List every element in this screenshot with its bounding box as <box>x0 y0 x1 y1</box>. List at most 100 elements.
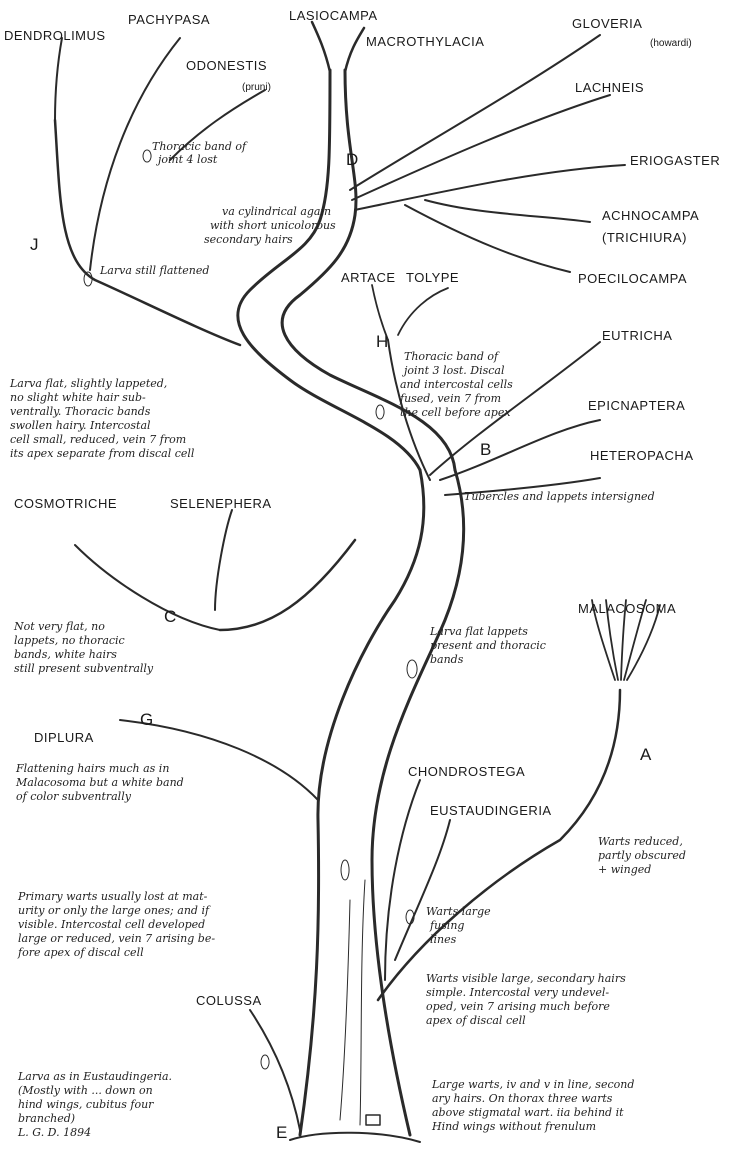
note-warts-3: oped, vein 7 arising much before <box>426 1000 610 1013</box>
note-a-2: partly obscured <box>598 849 686 862</box>
note-trunk-4: swollen hairy. Intercostal <box>10 419 151 432</box>
branch-achnocampa <box>425 200 590 222</box>
marker-oval-e <box>261 1055 269 1069</box>
branch-chondrostega <box>385 780 420 980</box>
note-c-3: bands, white hairs <box>14 648 117 661</box>
genus-eriogaster: ERIOGASTER <box>630 153 720 168</box>
letter-j: J <box>30 235 39 254</box>
note-h-4: fused, vein 7 from <box>399 392 501 405</box>
note-warts-1: Warts visible large, secondary hairs <box>426 972 626 985</box>
note-col-3: hind wings, cubitus four <box>18 1098 154 1111</box>
branch-tolype <box>398 288 448 335</box>
branch-macrothylacia <box>345 28 364 72</box>
note-odonestis-2: joint 4 lost <box>155 153 218 166</box>
letter-h: H <box>376 332 388 351</box>
genus-malacosoma: MALACOSOMA <box>578 601 676 616</box>
note-trunk-5: cell small, reduced, vein 7 from <box>10 433 186 446</box>
letter-g: G <box>140 710 153 729</box>
note-root-1: Large warts, iv and v in line, second <box>431 1078 634 1091</box>
branch-malacosoma-5 <box>627 605 660 680</box>
genus-tolype: TOLYPE <box>406 270 459 285</box>
note-col-2: (Mostly with ... down on <box>18 1084 153 1097</box>
genus-epicnaptera: EPICNAPTERA <box>588 398 685 413</box>
note-g-1: Flattening hairs much as in <box>15 762 169 775</box>
note-prim-2: urity or only the large ones; and if <box>18 904 211 917</box>
note-trunk-6: its apex separate from discal cell <box>10 447 195 460</box>
note-j: Larva still flattened <box>99 264 209 277</box>
genus-odonestis-sub: (pruni) <box>242 82 271 93</box>
note-root-3: above stigmatal wart. iia behind it <box>432 1106 624 1119</box>
trunk-left-edge <box>300 470 424 1135</box>
note-col-5: L. G. D. 1894 <box>17 1126 91 1139</box>
genus-trichiura: (TRICHIURA) <box>602 230 687 245</box>
genus-pachypasa: PACHYPASA <box>128 12 210 27</box>
branch-dendrolimus <box>55 38 62 120</box>
note-h-3: and intercostal cells <box>400 378 513 391</box>
note-mid-3: bands <box>430 653 464 666</box>
trunk-root-base <box>290 1133 420 1142</box>
note-eu-3: lines <box>430 933 457 946</box>
note-mid-1: Larva flat lappets <box>429 625 528 638</box>
note-trunk-2: no slight white hair sub- <box>10 391 146 404</box>
branch-lasiocampa <box>312 22 330 72</box>
genus-diplura: DIPLURA <box>34 730 94 745</box>
note-d-1: va cylindrical again <box>222 205 331 218</box>
note-c-2: lappets, no thoracic <box>14 634 125 647</box>
note-h-1: Thoracic band of <box>404 350 500 363</box>
note-eu-2: fusing <box>429 919 464 932</box>
genus-cosmotriche: COSMOTRICHE <box>14 496 117 511</box>
note-g-2: Malacosoma but a white band <box>15 776 184 789</box>
note-c-4: still present subventrally <box>14 662 154 675</box>
note-mid-2: present and thoracic <box>430 639 546 652</box>
branch-c-stem <box>220 540 355 630</box>
genus-colussa: COLUSSA <box>196 993 262 1008</box>
genus-artace: ARTACE <box>341 270 396 285</box>
note-h-2: joint 3 lost. Discal <box>401 364 505 377</box>
note-b: Tubercles and lappets intersigned <box>464 490 655 503</box>
marker-root-square <box>366 1115 380 1125</box>
letter-b: B <box>480 440 491 459</box>
letter-c: C <box>164 607 176 626</box>
note-h-5: the cell before apex <box>400 406 511 419</box>
genus-gloveria: GLOVERIA <box>572 16 642 31</box>
genus-eutricha: EUTRICHA <box>602 328 672 343</box>
branch-selenephera <box>215 510 232 610</box>
genus-heteropacha: HETEROPACHA <box>590 448 694 463</box>
marker-oval-odonestis <box>143 150 151 162</box>
letter-a: A <box>640 745 652 764</box>
note-eu-1: Warts large <box>426 905 491 918</box>
marker-oval-mid <box>407 660 417 678</box>
note-prim-5: fore apex of discal cell <box>17 946 144 959</box>
genus-achnocampa: ACHNOCAMPA <box>602 208 699 223</box>
note-a-3: + winged <box>598 863 651 876</box>
genus-lachneis: LACHNEIS <box>575 80 644 95</box>
note-d-3: secondary hairs <box>204 233 293 246</box>
branch-poecilocampa <box>405 205 570 272</box>
genus-macrothylacia: MACROTHYLACIA <box>366 34 484 49</box>
marker-oval-prim <box>341 860 349 880</box>
genus-selenephera: SELENEPHERA <box>170 496 272 511</box>
genus-eustaudingeria: EUSTAUDINGERIA <box>430 803 552 818</box>
branch-eriogaster <box>355 165 625 210</box>
branch-epicnaptera <box>440 420 600 480</box>
genus-gloveria-sub: (howardi) <box>650 38 692 49</box>
note-trunk-1: Larva flat, slightly lappeted, <box>9 377 167 390</box>
branch-a-stem <box>378 690 620 1000</box>
note-g-3: of color subventrally <box>16 790 132 803</box>
genus-dendrolimus: DENDROLIMUS <box>4 28 106 43</box>
note-trunk-3: ventrally. Thoracic bands <box>10 405 151 418</box>
genus-poecilocampa: POECILOCAMPA <box>578 271 687 286</box>
branch-gloveria <box>350 35 600 190</box>
note-a-1: Warts reduced, <box>598 835 683 848</box>
note-c-1: Not very flat, no <box>13 620 105 633</box>
note-prim-4: large or reduced, vein 7 arising be- <box>18 932 215 945</box>
genus-lasiocampa: LASIOCAMPA <box>289 8 378 23</box>
note-prim-1: Primary warts usually lost at mat- <box>17 890 208 903</box>
trunk-texture <box>340 880 365 1125</box>
note-warts-4: apex of discal cell <box>426 1014 526 1027</box>
note-root-2: ary hairs. On thorax three warts <box>432 1092 613 1105</box>
note-warts-2: simple. Intercostal very undevel- <box>426 986 609 999</box>
note-col-4: branched) <box>18 1112 75 1125</box>
branch-colussa <box>250 1010 300 1130</box>
